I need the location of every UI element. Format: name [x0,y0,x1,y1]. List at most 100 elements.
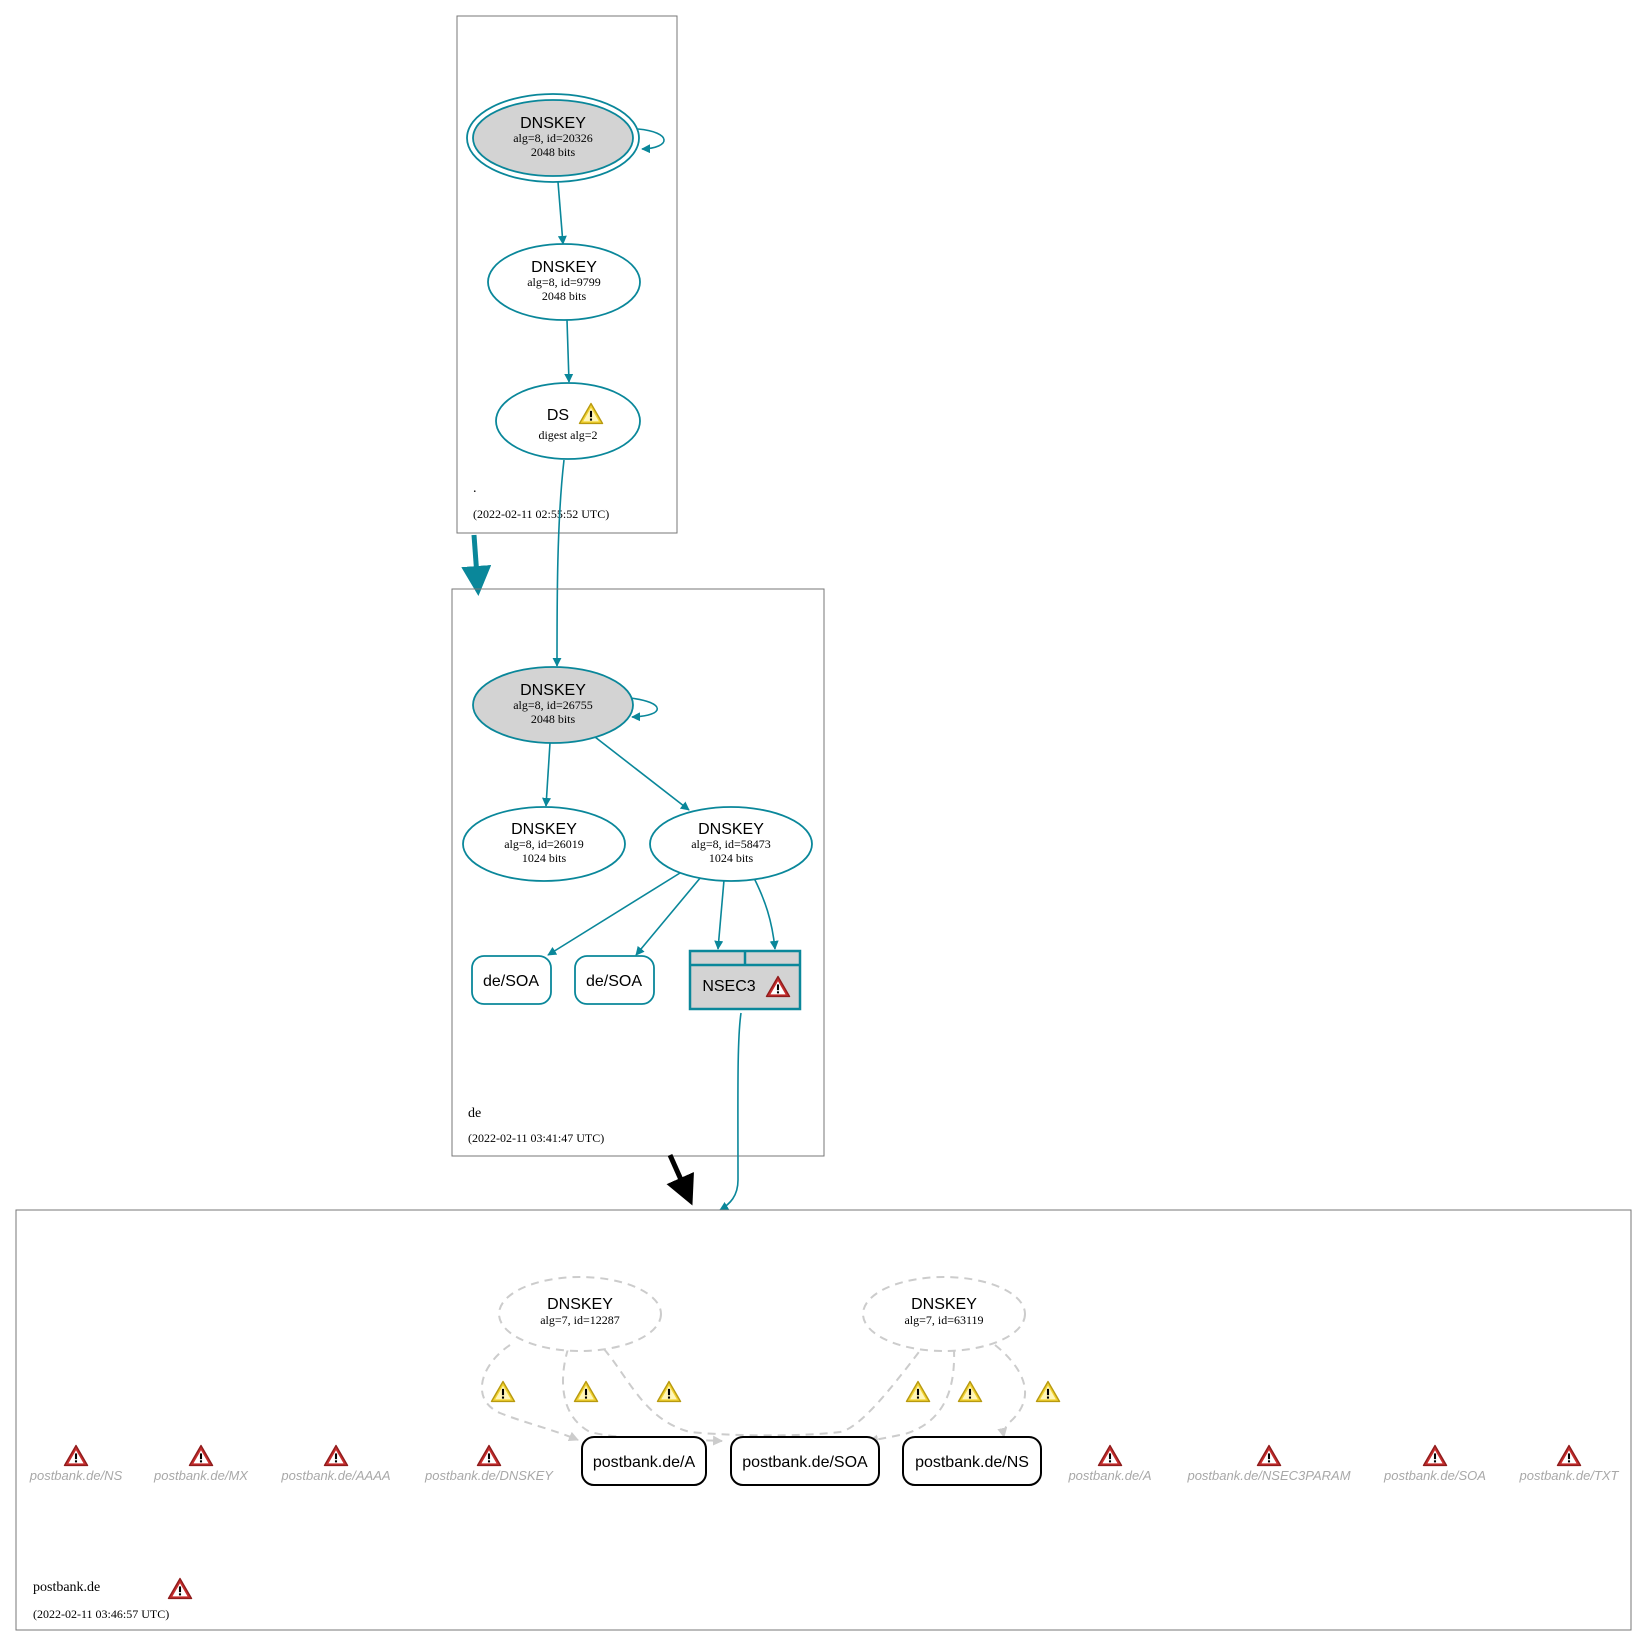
node-de-ksk[interactable]: DNSKEY alg=8, id=26755 2048 bits [472,666,634,744]
root-ksk-title: DNSKEY [520,115,586,132]
zone-root-time: (2022-02-11 02:55:52 UTC) [473,507,609,521]
error-rrset[interactable]: postbank.de/DNSKEY [424,1444,554,1483]
zone-de-box [451,588,825,1157]
node-pb-dnskey-2[interactable]: DNSKEY alg=7, id=63119 [862,1276,1026,1352]
node-de-soa-1[interactable]: de/SOA [471,955,552,1005]
error-triangle-icon [1097,1444,1123,1467]
root-ksk-line2: 2048 bits [531,145,576,159]
zone-root-name: . [473,481,477,496]
error-rrset-label: postbank.de/TXT [1519,1468,1620,1483]
edge-root-ksk-self [637,128,665,154]
pb-key1-line1: alg=7, id=12287 [540,1313,620,1327]
root-ds-title: DS [547,407,569,424]
error-rrset[interactable]: postbank.de/NSEC3PARAM [1186,1444,1351,1483]
node-pb-dnskey-1[interactable]: DNSKEY alg=7, id=12287 [498,1276,662,1352]
de-zsk2-line1: alg=8, id=58473 [691,837,771,851]
pb-key2-line1: alg=7, id=63119 [904,1313,983,1327]
error-triangle-icon [1422,1444,1448,1467]
pb-soa-label: postbank.de/SOA [742,1454,868,1471]
edge-de-zsk2-to-soa1 [547,872,681,956]
zone-de-name: de [468,1106,481,1121]
de-zsk1-line1: alg=8, id=26019 [504,837,584,851]
de-soa-2-label: de/SOA [586,973,642,990]
edge-de-zsk2-to-nsec3-a [714,879,725,950]
zone-postbank-box [15,1209,1632,1631]
error-rrset-label: postbank.de/NSEC3PARAM [1186,1468,1350,1483]
error-rrset[interactable]: postbank.de/MX [153,1444,249,1483]
de-ksk-title: DNSKEY [520,682,586,699]
edge-root-ds-to-de-ksk [552,459,565,667]
edge-pb-key2-to-ns [994,1344,1027,1438]
de-zsk2-line2: 1024 bits [709,851,754,865]
root-zsk-line1: alg=8, id=9799 [527,275,601,289]
edge-root-zsk-to-ds [564,319,574,383]
edge-pb-key2-to-soa [868,1348,956,1445]
node-root-zsk[interactable]: DNSKEY alg=8, id=9799 2048 bits [487,243,641,321]
error-rrset[interactable]: postbank.de/AAAA [280,1444,391,1483]
delegation-de-to-postbank [666,1153,694,1206]
node-root-ds[interactable]: DS digest alg=2 [495,382,641,460]
error-triangle-icon [476,1444,502,1467]
error-rrset[interactable]: postbank.de/A [1067,1444,1152,1483]
error-rrset-label: postbank.de/SOA [1383,1468,1486,1483]
node-pb-a[interactable]: postbank.de/A [581,1436,707,1486]
de-zsk1-title: DNSKEY [511,821,577,838]
node-pb-ns[interactable]: postbank.de/NS [902,1436,1042,1486]
zone-root-box [456,15,678,534]
de-nsec3-label: NSEC3 [702,978,755,995]
zone-de-time: (2022-02-11 03:41:47 UTC) [468,1131,604,1145]
node-de-zsk2[interactable]: DNSKEY alg=8, id=58473 1024 bits [649,806,813,882]
de-soa-1-label: de/SOA [483,973,539,990]
error-triangle-icon [63,1444,89,1467]
edge-nsec3-to-postbank [719,1012,742,1211]
edge-de-zsk2-to-nsec3-b [753,877,779,950]
de-ksk-line1: alg=8, id=26755 [513,698,593,712]
error-rrset-label: postbank.de/MX [153,1468,249,1483]
edge-de-zsk2-to-soa2 [635,876,702,956]
edge-de-ksk-self [629,697,659,722]
error-triangle-icon [188,1444,214,1467]
error-rrset-label: postbank.de/NS [29,1468,123,1483]
edge-de-ksk-to-zsk2 [594,736,690,811]
error-triangle-icon [1556,1444,1582,1467]
pb-ns-label: postbank.de/NS [915,1454,1029,1471]
de-ksk-line2: 2048 bits [531,712,576,726]
zone-postbank-time: (2022-02-11 03:46:57 UTC) [33,1607,169,1621]
zone-postbank: postbank.de (2022-02-11 03:46:57 UTC) [15,1209,1632,1631]
pb-key2-title: DNSKEY [911,1296,977,1313]
node-root-ksk[interactable]: DNSKEY alg=8, id=20326 2048 bits [466,93,640,183]
zone-de: de (2022-02-11 03:41:47 UTC) [451,588,825,1157]
warning-triangle-icon [957,1380,983,1403]
error-rrset-label: postbank.de/A [1067,1468,1151,1483]
root-zsk-title: DNSKEY [531,259,597,276]
root-ds-line1: digest alg=2 [538,428,597,442]
edge-pb-key1-key2-mesh [603,1347,923,1437]
de-zsk2-title: DNSKEY [698,821,764,838]
error-rrset[interactable]: postbank.de/SOA [1383,1444,1486,1483]
warning-triangle-icon [656,1380,682,1403]
error-rrset[interactable]: postbank.de/TXT [1519,1444,1620,1483]
de-zsk1-line2: 1024 bits [522,851,567,865]
warning-triangle-icon [905,1380,931,1403]
node-de-zsk1[interactable]: DNSKEY alg=8, id=26019 1024 bits [462,806,626,882]
edge-pb-key1-to-a [481,1344,579,1441]
zone-postbank-name: postbank.de [33,1580,100,1595]
error-triangle-icon [167,1577,193,1600]
node-pb-soa[interactable]: postbank.de/SOA [730,1436,880,1486]
edge-de-ksk-to-zsk1 [542,742,552,807]
error-rrset[interactable]: postbank.de/NS [29,1444,123,1483]
pb-a-label: postbank.de/A [593,1454,696,1471]
zone-root: . (2022-02-11 02:55:52 UTC) [456,15,678,534]
error-triangle-icon [1256,1444,1282,1467]
node-de-nsec3[interactable]: NSEC3 [688,949,802,1011]
delegation-root-to-de [461,534,492,596]
error-rrset-label: postbank.de/AAAA [280,1468,390,1483]
error-triangle-icon [323,1444,349,1467]
root-ksk-line1: alg=8, id=20326 [513,131,593,145]
node-de-soa-2[interactable]: de/SOA [574,955,655,1005]
error-rrset-label: postbank.de/DNSKEY [424,1468,554,1483]
root-zsk-line2: 2048 bits [542,289,587,303]
warning-triangle-icon [573,1380,599,1403]
warning-triangle-icon [490,1380,516,1403]
